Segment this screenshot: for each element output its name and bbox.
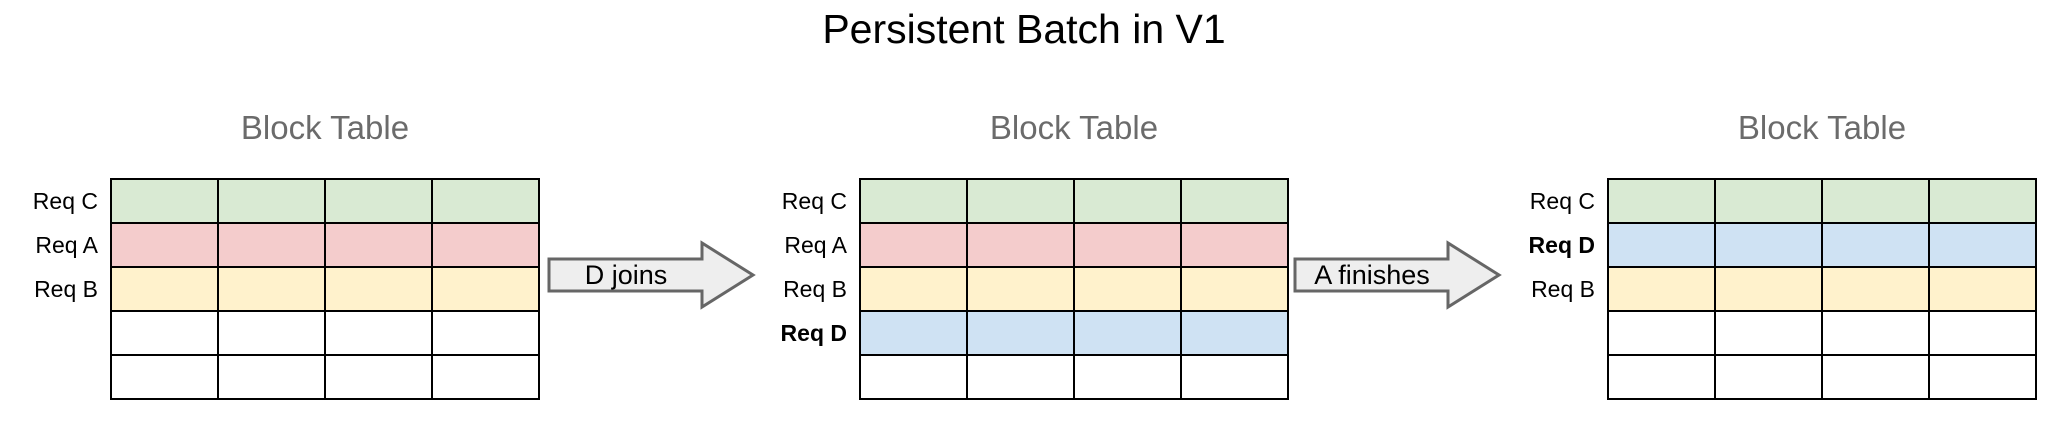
block-cell [1930,224,2035,266]
row-label: Req A [35,231,98,258]
block-cell [1075,268,1180,310]
block-cell [326,180,431,222]
block-cell [1609,312,1714,354]
block-cell [1823,356,1928,398]
arrow-label: A finishes [1314,259,1430,290]
block-cell [1609,268,1714,310]
block-table-panel-after-d-joins: Block Table Req C Req A Req B Req D [761,108,1289,400]
block-cell [1823,224,1928,266]
block-cell [219,356,324,398]
block-grid [110,178,540,400]
block-cell [861,356,966,398]
block-cell [968,180,1073,222]
row-label: Req D [780,319,847,346]
block-table-heading: Block Table [989,109,1159,146]
block-cell [112,180,217,222]
block-table-heading: Block Table [1737,109,1907,146]
block-table-body: Req C Req A Req B Req D [761,178,1289,400]
block-cell [1075,356,1180,398]
block-cell [326,268,431,310]
block-cell [1182,312,1287,354]
arrow-label: D joins [584,259,668,290]
block-cell [1609,356,1714,398]
block-cell [1930,356,2035,398]
block-table-panel-initial: Block Table Req C Req A Req B [12,108,540,400]
block-cell [219,312,324,354]
row-label: Req A [784,231,847,258]
block-table-heading: Block Table [240,109,410,146]
block-cell [219,180,324,222]
block-cell [1716,268,1821,310]
row-label: Req B [34,275,98,302]
arrow-a-finishes: A finishes [1293,240,1503,310]
block-cell [1716,356,1821,398]
block-cell [1930,312,2035,354]
block-table-body: Req C Req A Req B [12,178,540,400]
block-table-panel-after-a-finishes: Block Table Req C Req D Req B [1509,108,2037,400]
block-cell [433,312,538,354]
block-cell [1823,268,1928,310]
block-cell [1609,224,1714,266]
row-labels: Req C Req A Req B [12,178,110,400]
block-cell [1075,224,1180,266]
arrow-right-icon [547,240,756,310]
arrow-d-joins: D joins [547,240,757,310]
block-cell [1716,180,1821,222]
block-cell [1930,180,2035,222]
block-grid [1607,178,2037,400]
arrow-right-icon [1293,240,1502,310]
block-cell [968,356,1073,398]
block-cell [433,224,538,266]
block-cell [968,268,1073,310]
row-label: Req C [781,187,847,214]
block-cell [968,312,1073,354]
block-cell [112,268,217,310]
block-cell [326,312,431,354]
row-labels: Req C Req A Req B Req D [761,178,859,400]
row-labels: Req C Req D Req B [1509,178,1607,400]
row-label: Req B [1531,275,1595,302]
block-cell [1182,224,1287,266]
block-cell [219,224,324,266]
block-cell [1930,268,2035,310]
block-cell [1075,180,1180,222]
block-cell [1182,180,1287,222]
block-cell [433,268,538,310]
block-cell [433,180,538,222]
block-cell [112,356,217,398]
block-cell [1716,312,1821,354]
block-cell [1716,224,1821,266]
block-cell [326,224,431,266]
row-label: Req C [1529,187,1595,214]
block-cell [1609,180,1714,222]
block-cell [861,180,966,222]
block-cell [219,268,324,310]
block-cell [968,224,1073,266]
row-label: Req B [783,275,847,302]
block-cell [433,356,538,398]
row-label: Req D [1528,231,1595,258]
block-cell [112,312,217,354]
block-grid [859,178,1289,400]
block-cell [1182,356,1287,398]
row-label: Req C [32,187,98,214]
block-cell [112,224,217,266]
block-cell [861,268,966,310]
block-cell [1075,312,1180,354]
block-cell [326,356,431,398]
block-cell [861,312,966,354]
block-table-body: Req C Req D Req B [1509,178,2037,400]
block-cell [1182,268,1287,310]
diagram-title: Persistent Batch in V1 [822,6,1226,52]
block-cell [1823,312,1928,354]
block-cell [1823,180,1928,222]
block-cell [861,224,966,266]
